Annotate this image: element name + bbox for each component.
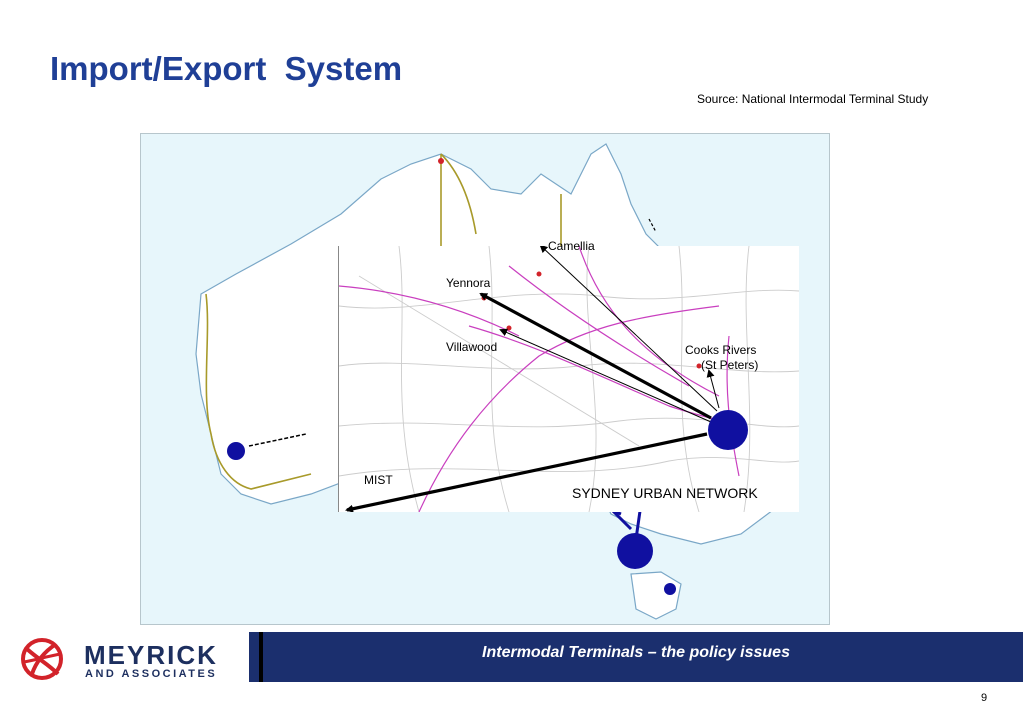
logo-name: MEYRICK xyxy=(84,640,218,670)
footer-divider xyxy=(259,632,263,682)
label-cooks-rivers-line2: (St Peters) xyxy=(701,358,759,372)
inset-title: SYDNEY URBAN NETWORK xyxy=(572,485,758,501)
darwin-port-marker xyxy=(438,158,444,164)
footer-title: Intermodal Terminals – the policy issues xyxy=(482,644,790,661)
meyrick-logo: MEYRICK AND ASSOCIATES xyxy=(18,634,218,684)
road-10 xyxy=(358,275,640,447)
arrow-to-mist xyxy=(345,432,708,513)
tasmania-outline xyxy=(630,571,682,620)
rail-line-1 xyxy=(418,305,720,513)
page-number: 9 xyxy=(981,692,988,704)
arrow-to-yennora xyxy=(479,292,712,420)
meyrick-globe-icon xyxy=(21,638,63,680)
logo-subtitle: AND ASSOCIATES xyxy=(85,668,218,680)
perth-hub xyxy=(227,442,245,460)
road-5 xyxy=(488,245,510,513)
melbourne-hub xyxy=(617,533,653,569)
rail-line-4 xyxy=(338,285,520,337)
brisbane-export-arrow xyxy=(648,218,657,233)
villawood-marker xyxy=(506,325,512,331)
rail-line-6 xyxy=(726,335,740,477)
perth-export-arrow xyxy=(248,433,307,447)
road-7 xyxy=(678,245,700,513)
road-8 xyxy=(743,245,751,513)
cooks-rivers-marker xyxy=(696,363,702,369)
sydney-network-graphic xyxy=(338,244,800,513)
sydney-urban-network-inset: Camellia Yennora Villawood Cooks Rivers … xyxy=(338,239,800,513)
arrow-to-camellia xyxy=(539,244,718,412)
footer-banner: Intermodal Terminals – the policy issues xyxy=(249,632,1023,682)
arrow-to-villawood xyxy=(499,328,712,423)
arrow-to-cooks-rivers xyxy=(706,369,720,409)
road-4 xyxy=(398,245,420,513)
rail-line-5 xyxy=(578,245,720,397)
label-yennora: Yennora xyxy=(446,276,491,290)
road-3 xyxy=(338,417,800,428)
rail-line-3 xyxy=(508,265,690,387)
label-cooks-rivers-line1: Cooks Rivers xyxy=(685,343,757,357)
road-1 xyxy=(338,289,800,309)
wa-coast-route xyxy=(205,293,312,490)
page-title: Import/Export System xyxy=(50,50,403,87)
tasmania-hub xyxy=(664,583,676,595)
camellia-marker xyxy=(536,271,542,277)
label-villawood: Villawood xyxy=(446,340,498,354)
label-camellia: Camellia xyxy=(548,239,595,253)
port-botany-hub xyxy=(708,410,748,450)
nt-coast-route xyxy=(440,153,477,235)
source-note: Source: National Intermodal Terminal Stu… xyxy=(697,92,929,106)
road-6 xyxy=(586,245,597,513)
label-mist: MIST xyxy=(364,473,393,487)
road-9 xyxy=(338,457,800,477)
